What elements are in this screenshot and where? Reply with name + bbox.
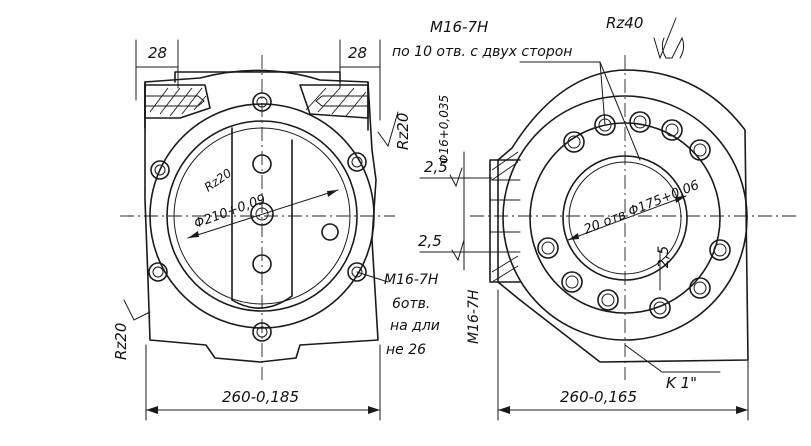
right-bore-diameter-line [567,195,687,241]
left-flange-outer-circle [149,103,375,329]
left-bolt-hole [347,152,367,172]
left-roughness-label-bottom: Rz20 [112,323,130,360]
center-dim-lower-label: 2,5 [418,232,442,250]
center-roughness-upper [449,167,463,188]
left-bore-circle [166,120,358,312]
left-bolt-hole [148,262,168,282]
left-center-hole [250,202,274,226]
left-thread-leader [356,271,389,283]
left-view [120,39,399,421]
right-pipe-thread-label: K 1" [666,374,697,392]
left-thread-callout-line2: 6отв. [392,296,430,312]
left-bolt-holes [148,92,367,342]
dim-label-right-28: 28 [348,44,367,62]
right-pipe-thread-leader [624,344,721,373]
right-view [470,17,800,421]
right-bolt-holes [537,111,731,319]
center-dim-upper-label: 2,5 [424,158,448,176]
left-center-hole [252,154,272,174]
right-roughness-bracket [661,36,685,59]
left-roughness-label-right: Rz20 [394,113,412,150]
left-hatched-section [144,84,211,119]
left-internal-rib [231,127,293,309]
left-bore-diameter-line [187,189,339,239]
center-roughness-lower [451,239,465,262]
left-roughness-symbol-bottom [123,299,151,321]
center-dimensions [419,151,493,271]
right-bore-circle [562,155,688,281]
left-thread-callout-line1: M16-7H [384,272,439,288]
left-thread-callout-line3: на дли [390,318,440,334]
right-thread-callout-line1: M16-7H [430,18,488,36]
left-top-thread-left [144,95,205,107]
right-thread-callout-line2: по 10 отв. с двух сторон [392,44,572,60]
left-center-hole [252,254,272,274]
left-roughness-label-inner: Rz20 [202,166,235,195]
right-roughness-symbol [653,17,677,60]
left-thread-callout-line4: не 26 [386,342,426,358]
right-bore-inner-circle [568,161,682,275]
dim-label-left-28: 28 [148,44,167,62]
left-bolt-hole [252,92,272,112]
right-overall-width-label: 260-0,165 [560,388,637,406]
left-hatched-section-right [299,84,369,119]
right-roughness-label: Rz40 [606,14,643,32]
right-bolt-circle-label: 20 отв Φ175+0,06 [582,178,702,238]
right-body-outline [497,69,749,363]
right-thread-leader [519,61,606,126]
left-bolt-hole [252,322,272,342]
right-inner-dim-label: 2,5 [656,246,672,268]
left-side-hole [321,223,339,241]
right-flange-outer-circle [502,95,748,341]
center-bore-diameter-label: Φ16+0,035 [437,95,451,164]
left-overall-width-label: 260-0,185 [222,388,299,406]
left-roughness-symbol-right [377,111,399,148]
left-bolt-hole [150,160,170,180]
center-thread-vertical-label: M16-7H [466,289,482,344]
right-stub-hatching [491,151,519,283]
left-bolt-hole [347,262,367,282]
left-bore-inner-circle [173,127,351,305]
left-top-thread-right [315,95,369,107]
